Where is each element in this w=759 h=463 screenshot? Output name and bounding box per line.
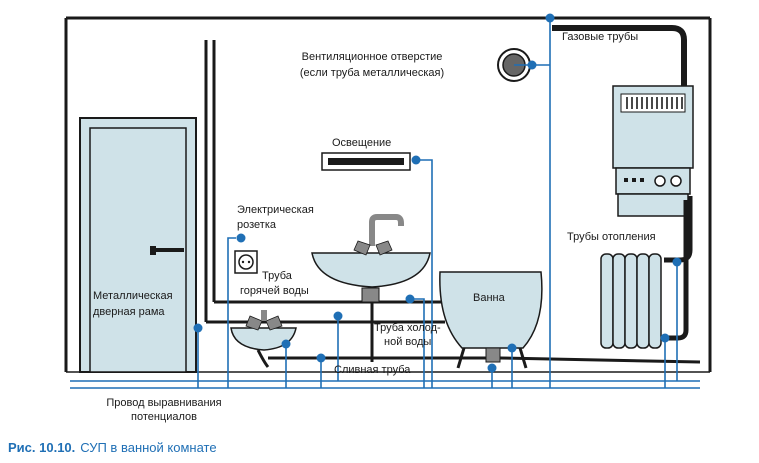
gas-pipe — [552, 25, 687, 88]
electrical-socket — [234, 250, 258, 274]
hot-water-label-line2: горячей воды — [240, 285, 309, 297]
drain-pipe-label: Сливная труба — [334, 364, 411, 376]
lighting-label: Освещение — [332, 137, 391, 149]
caption-text: СУП в ванной комнате — [80, 440, 216, 455]
figure-caption: Рис. 10.10. СУП в ванной комнате — [8, 440, 217, 455]
bathtub — [439, 271, 543, 369]
socket-label-line2: розетка — [237, 219, 277, 231]
caption-number: Рис. 10.10. — [8, 440, 75, 455]
small-sink — [230, 310, 297, 368]
door-label-line1: Металлическая — [93, 290, 173, 302]
washbasin — [311, 214, 431, 303]
gas-pipes-label: Газовые трубы — [562, 31, 638, 43]
light-fixture — [321, 152, 411, 171]
heating-pipes-label: Трубы отопления — [567, 231, 656, 243]
water-pipes-horizontal — [206, 300, 445, 362]
door — [79, 117, 197, 373]
equip-wire-label-line2: потенциалов — [131, 411, 197, 423]
gas-boiler — [612, 85, 694, 217]
drain-pipe-line — [268, 356, 701, 364]
bonding-conductors — [70, 18, 700, 389]
connection-points — [193, 13, 682, 373]
hot-water-label-line1: Труба — [262, 270, 293, 282]
socket-label-line1: Электрическая — [237, 204, 314, 216]
cold-water-label-line2: ной воды — [384, 336, 431, 348]
bath-label: Ванна — [473, 292, 506, 304]
water-risers — [204, 40, 216, 322]
door-label-line2: дверная рама — [93, 306, 165, 318]
ventilation-label-line1: Вентиляционное отверстие — [302, 51, 443, 63]
radiator — [600, 253, 662, 349]
cold-water-label-line1: Труба холод- — [374, 322, 441, 334]
ventilation-label-line2: (если труба металлическая) — [300, 67, 444, 79]
equip-wire-label-line1: Провод выравнивания — [106, 397, 221, 409]
